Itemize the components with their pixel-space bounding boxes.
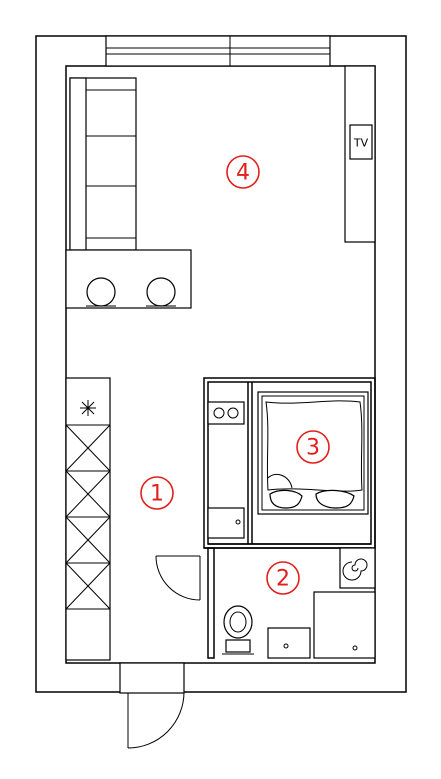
svg-text:4: 4 <box>236 161 250 186</box>
room-marker-bathroom: 2 <box>266 561 300 595</box>
tv-label: TV <box>353 137 369 150</box>
partition-walls <box>203 377 376 659</box>
bathroom-door <box>155 555 201 601</box>
svg-text:3: 3 <box>306 436 320 461</box>
room-marker-living-room: 4 <box>226 155 260 189</box>
window-top <box>105 35 331 67</box>
spiral-icon <box>342 558 368 581</box>
snowflake-icon <box>80 400 96 416</box>
bar-counter <box>65 249 192 309</box>
pillow <box>269 489 303 509</box>
kitchen-column <box>207 401 245 539</box>
tv-stand: TV <box>344 65 376 243</box>
bar-stool <box>86 277 116 307</box>
room-marker-bedroom: 3 <box>296 430 330 464</box>
bathroom-fixtures <box>222 547 376 659</box>
svg-text:1: 1 <box>150 482 164 507</box>
sofa <box>69 77 137 251</box>
entrance-door <box>119 662 185 749</box>
bed <box>257 391 369 515</box>
bar-stool <box>146 277 176 307</box>
toilet <box>222 605 254 655</box>
room-marker-hallway: 1 <box>140 476 174 510</box>
pillow <box>315 489 355 509</box>
wardrobe <box>65 377 111 661</box>
storage-cells <box>65 424 111 610</box>
svg-text:2: 2 <box>276 567 290 592</box>
